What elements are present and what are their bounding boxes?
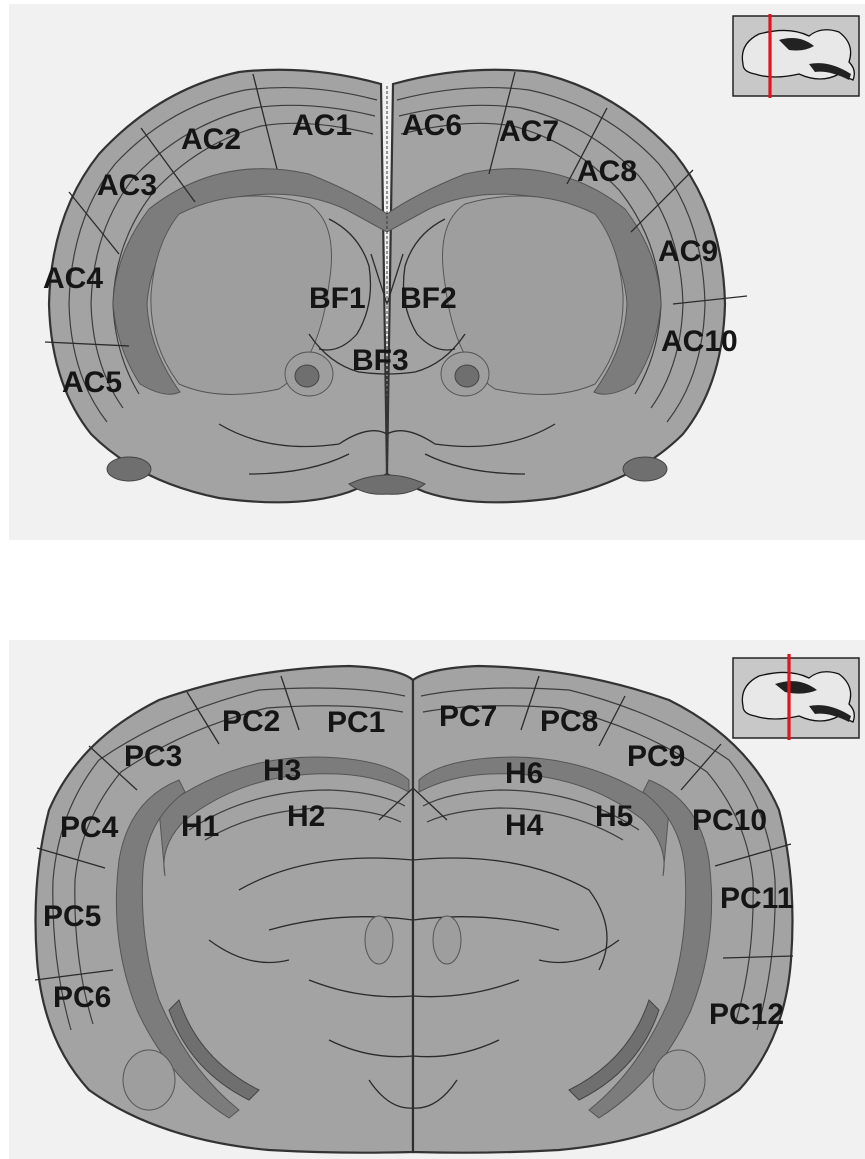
anterior-section-diagram: AC1 AC2 AC3 AC4 AC5 AC6 AC7 AC8 AC9 AC10…: [9, 4, 865, 540]
label-h6: H6: [505, 757, 543, 790]
label-pc6: PC6: [53, 981, 111, 1014]
posterior-section-diagram: PC1 PC2 PC3 PC4 PC5 PC6 PC7 PC8 PC9 PC10…: [9, 640, 865, 1159]
label-bf1: BF1: [309, 282, 366, 315]
sagittal-locator-thumbnail: [733, 654, 859, 740]
label-pc2: PC2: [222, 705, 280, 738]
label-h4: H4: [505, 809, 544, 842]
label-pc10: PC10: [692, 804, 767, 837]
label-pc4: PC4: [60, 811, 119, 844]
label-pc8: PC8: [540, 705, 598, 738]
label-pc3: PC3: [124, 740, 182, 773]
label-bf2: BF2: [400, 282, 457, 315]
label-bf3: BF3: [352, 344, 409, 377]
label-ac6: AC6: [402, 109, 462, 142]
sagittal-locator-thumbnail: [733, 14, 859, 98]
label-h5: H5: [595, 800, 633, 833]
label-pc11: PC11: [720, 882, 793, 915]
label-ac3: AC3: [97, 169, 157, 202]
label-pc12: PC12: [709, 998, 784, 1031]
label-ac2: AC2: [181, 123, 241, 156]
label-ac4: AC4: [43, 262, 103, 295]
label-ac5: AC5: [62, 366, 122, 399]
label-ac1: AC1: [292, 109, 352, 142]
label-h1: H1: [181, 810, 219, 843]
label-pc7: PC7: [439, 700, 497, 733]
label-ac9: AC9: [658, 235, 718, 268]
label-ac10: AC10: [661, 325, 738, 358]
label-h3: H3: [263, 754, 301, 787]
label-pc9: PC9: [627, 740, 685, 773]
posterior-section-panel: PC1 PC2 PC3 PC4 PC5 PC6 PC7 PC8 PC9 PC10…: [9, 640, 865, 1159]
label-pc1: PC1: [327, 706, 385, 739]
label-h2: H2: [287, 800, 325, 833]
label-ac7: AC7: [499, 115, 559, 148]
anterior-section-panel: AC1 AC2 AC3 AC4 AC5 AC6 AC7 AC8 AC9 AC10…: [9, 4, 865, 540]
label-pc5: PC5: [43, 900, 101, 933]
label-ac8: AC8: [577, 155, 637, 188]
